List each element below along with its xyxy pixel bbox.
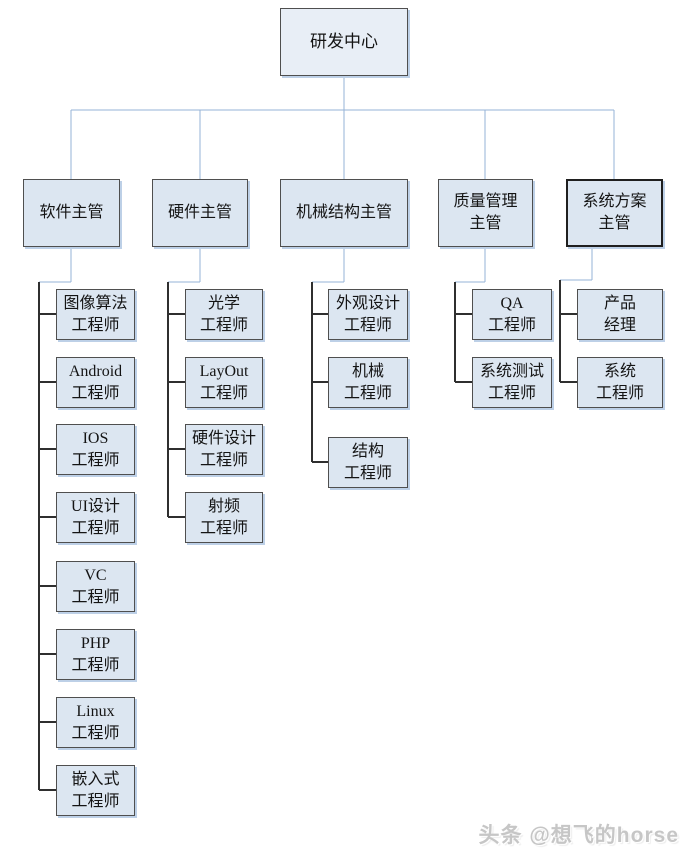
hanging-connectors (38, 280, 577, 791)
node-root: 研发中心 (280, 8, 408, 76)
node-child-software-8: 嵌入式 工程师 (56, 765, 135, 816)
node-supervisor-hardware: 硬件主管 (152, 179, 248, 247)
node-child-software-7: Linux 工程师 (56, 697, 135, 748)
node-child-software-6: PHP 工程师 (56, 629, 135, 680)
node-supervisor-software: 软件主管 (23, 179, 120, 247)
node-child-hardware-1: 光学 工程师 (185, 289, 263, 340)
node-supervisor-mechanical: 机械结构主管 (280, 179, 408, 247)
node-child-hardware-2: LayOut 工程师 (185, 357, 263, 408)
node-supervisor-quality: 质量管理 主管 (438, 179, 533, 247)
node-child-mechanical-2: 机械 工程师 (328, 357, 408, 408)
node-child-software-1: 图像算法 工程师 (56, 289, 135, 340)
node-child-software-3: IOS 工程师 (56, 424, 135, 475)
node-child-hardware-3: 硬件设计 工程师 (185, 424, 263, 475)
node-child-system-1: 产品 经理 (577, 289, 663, 340)
node-supervisor-system: 系统方案 主管 (566, 179, 663, 247)
node-child-software-2: Android 工程师 (56, 357, 135, 408)
node-child-mechanical-3: 结构 工程师 (328, 437, 408, 488)
node-child-software-4: UI设计 工程师 (56, 492, 135, 543)
node-child-hardware-4: 射频 工程师 (185, 492, 263, 543)
node-child-quality-1: QA 工程师 (472, 289, 552, 340)
node-child-quality-2: 系统测试 工程师 (472, 357, 552, 408)
node-child-mechanical-1: 外观设计 工程师 (328, 289, 408, 340)
watermark: 头条 @想飞的horse (478, 824, 679, 847)
level1-connectors (39, 76, 615, 283)
node-child-system-2: 系统 工程师 (577, 357, 663, 408)
node-child-software-5: VC 工程师 (56, 561, 135, 612)
